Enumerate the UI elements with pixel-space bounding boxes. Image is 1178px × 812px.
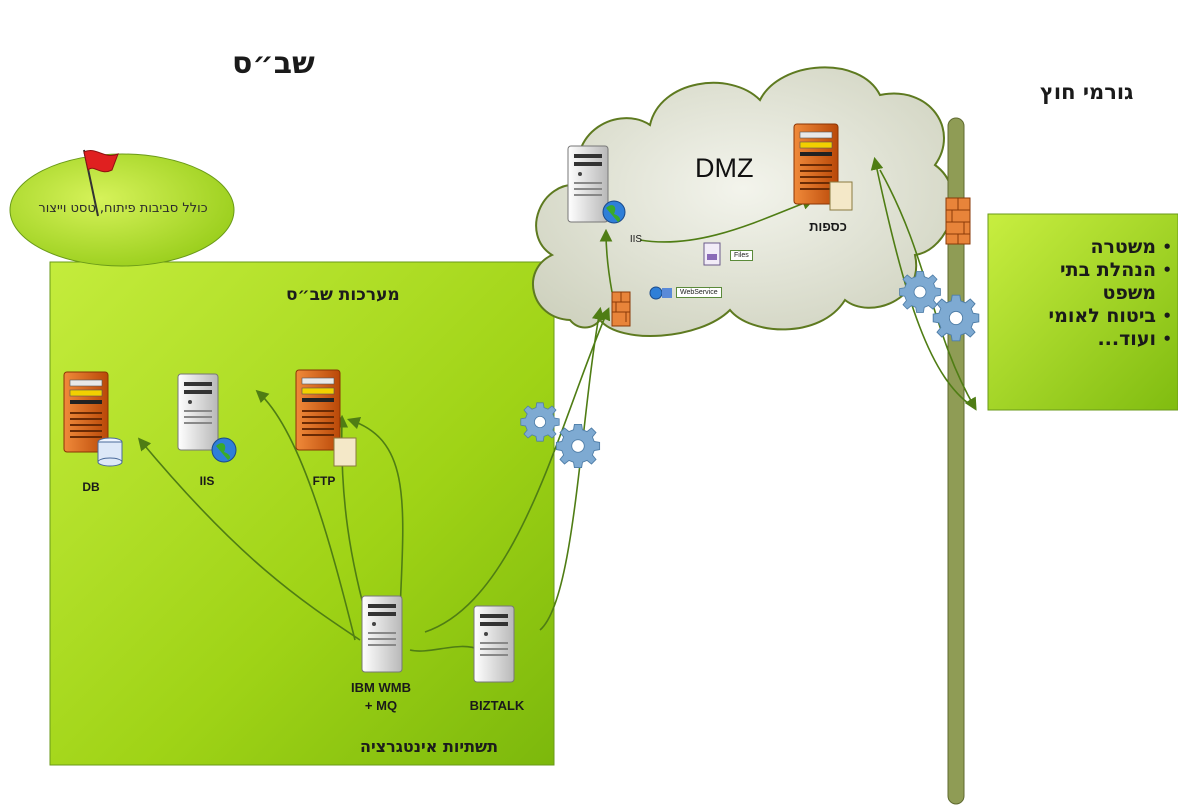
gear-icon xyxy=(899,271,941,313)
dmz-iis-label: IIS xyxy=(629,234,643,245)
infra-label: תשתיות אינטגרציה xyxy=(360,737,499,756)
dmz-iis-server-icon xyxy=(567,145,626,224)
gear-icon xyxy=(520,402,560,442)
ftp-server-icon xyxy=(295,369,357,467)
list-item: הנהלת בתי משפט xyxy=(1000,259,1172,305)
iis-label: IIS xyxy=(199,474,215,488)
webservice-tag: WebService xyxy=(676,287,722,298)
db-label: DB xyxy=(82,480,100,494)
dmz-ftp-server-icon xyxy=(793,123,853,211)
list-item: ביטוח לאומי xyxy=(1000,305,1172,328)
wmb-label: IBM WMB xyxy=(351,680,411,695)
dmz-label: DMZ xyxy=(695,153,754,183)
gear-icon xyxy=(555,423,601,469)
wmb-label-2: + MQ xyxy=(364,698,398,713)
gear-icon xyxy=(932,294,980,342)
external-parties-list: משטרה הנהלת בתי משפט ביטוח לאומי ועוד... xyxy=(1000,236,1172,351)
iis-server-icon xyxy=(177,373,237,463)
ftp-label: FTP xyxy=(312,474,336,488)
environments-label: כולל סביבות פיתוח, טסט וייצור xyxy=(38,201,208,216)
wmb-server-icon xyxy=(361,595,403,673)
firewall-icon xyxy=(945,197,971,245)
flag-icon xyxy=(83,149,119,217)
webservice-icon xyxy=(649,286,672,300)
systems-box xyxy=(49,261,555,766)
external-pole xyxy=(947,117,965,805)
biztalk-label: BIZTALK xyxy=(469,698,525,713)
systems-title: מערכות שב״ס xyxy=(286,285,400,305)
files-tag: Files xyxy=(730,250,753,261)
list-item: ועוד... xyxy=(1000,328,1172,351)
list-item: משטרה xyxy=(1000,236,1172,259)
file-icon xyxy=(703,242,721,266)
connections xyxy=(137,156,977,652)
page-title: שב״ס xyxy=(232,46,315,81)
environments-oval xyxy=(9,153,235,267)
dmz-ftp-label: כספות xyxy=(809,219,847,234)
biztalk-server-icon xyxy=(473,605,515,683)
external-title: גורמי חוץ xyxy=(1040,80,1134,104)
dmz-firewall-icon xyxy=(611,291,631,327)
db-server-icon xyxy=(63,371,123,467)
